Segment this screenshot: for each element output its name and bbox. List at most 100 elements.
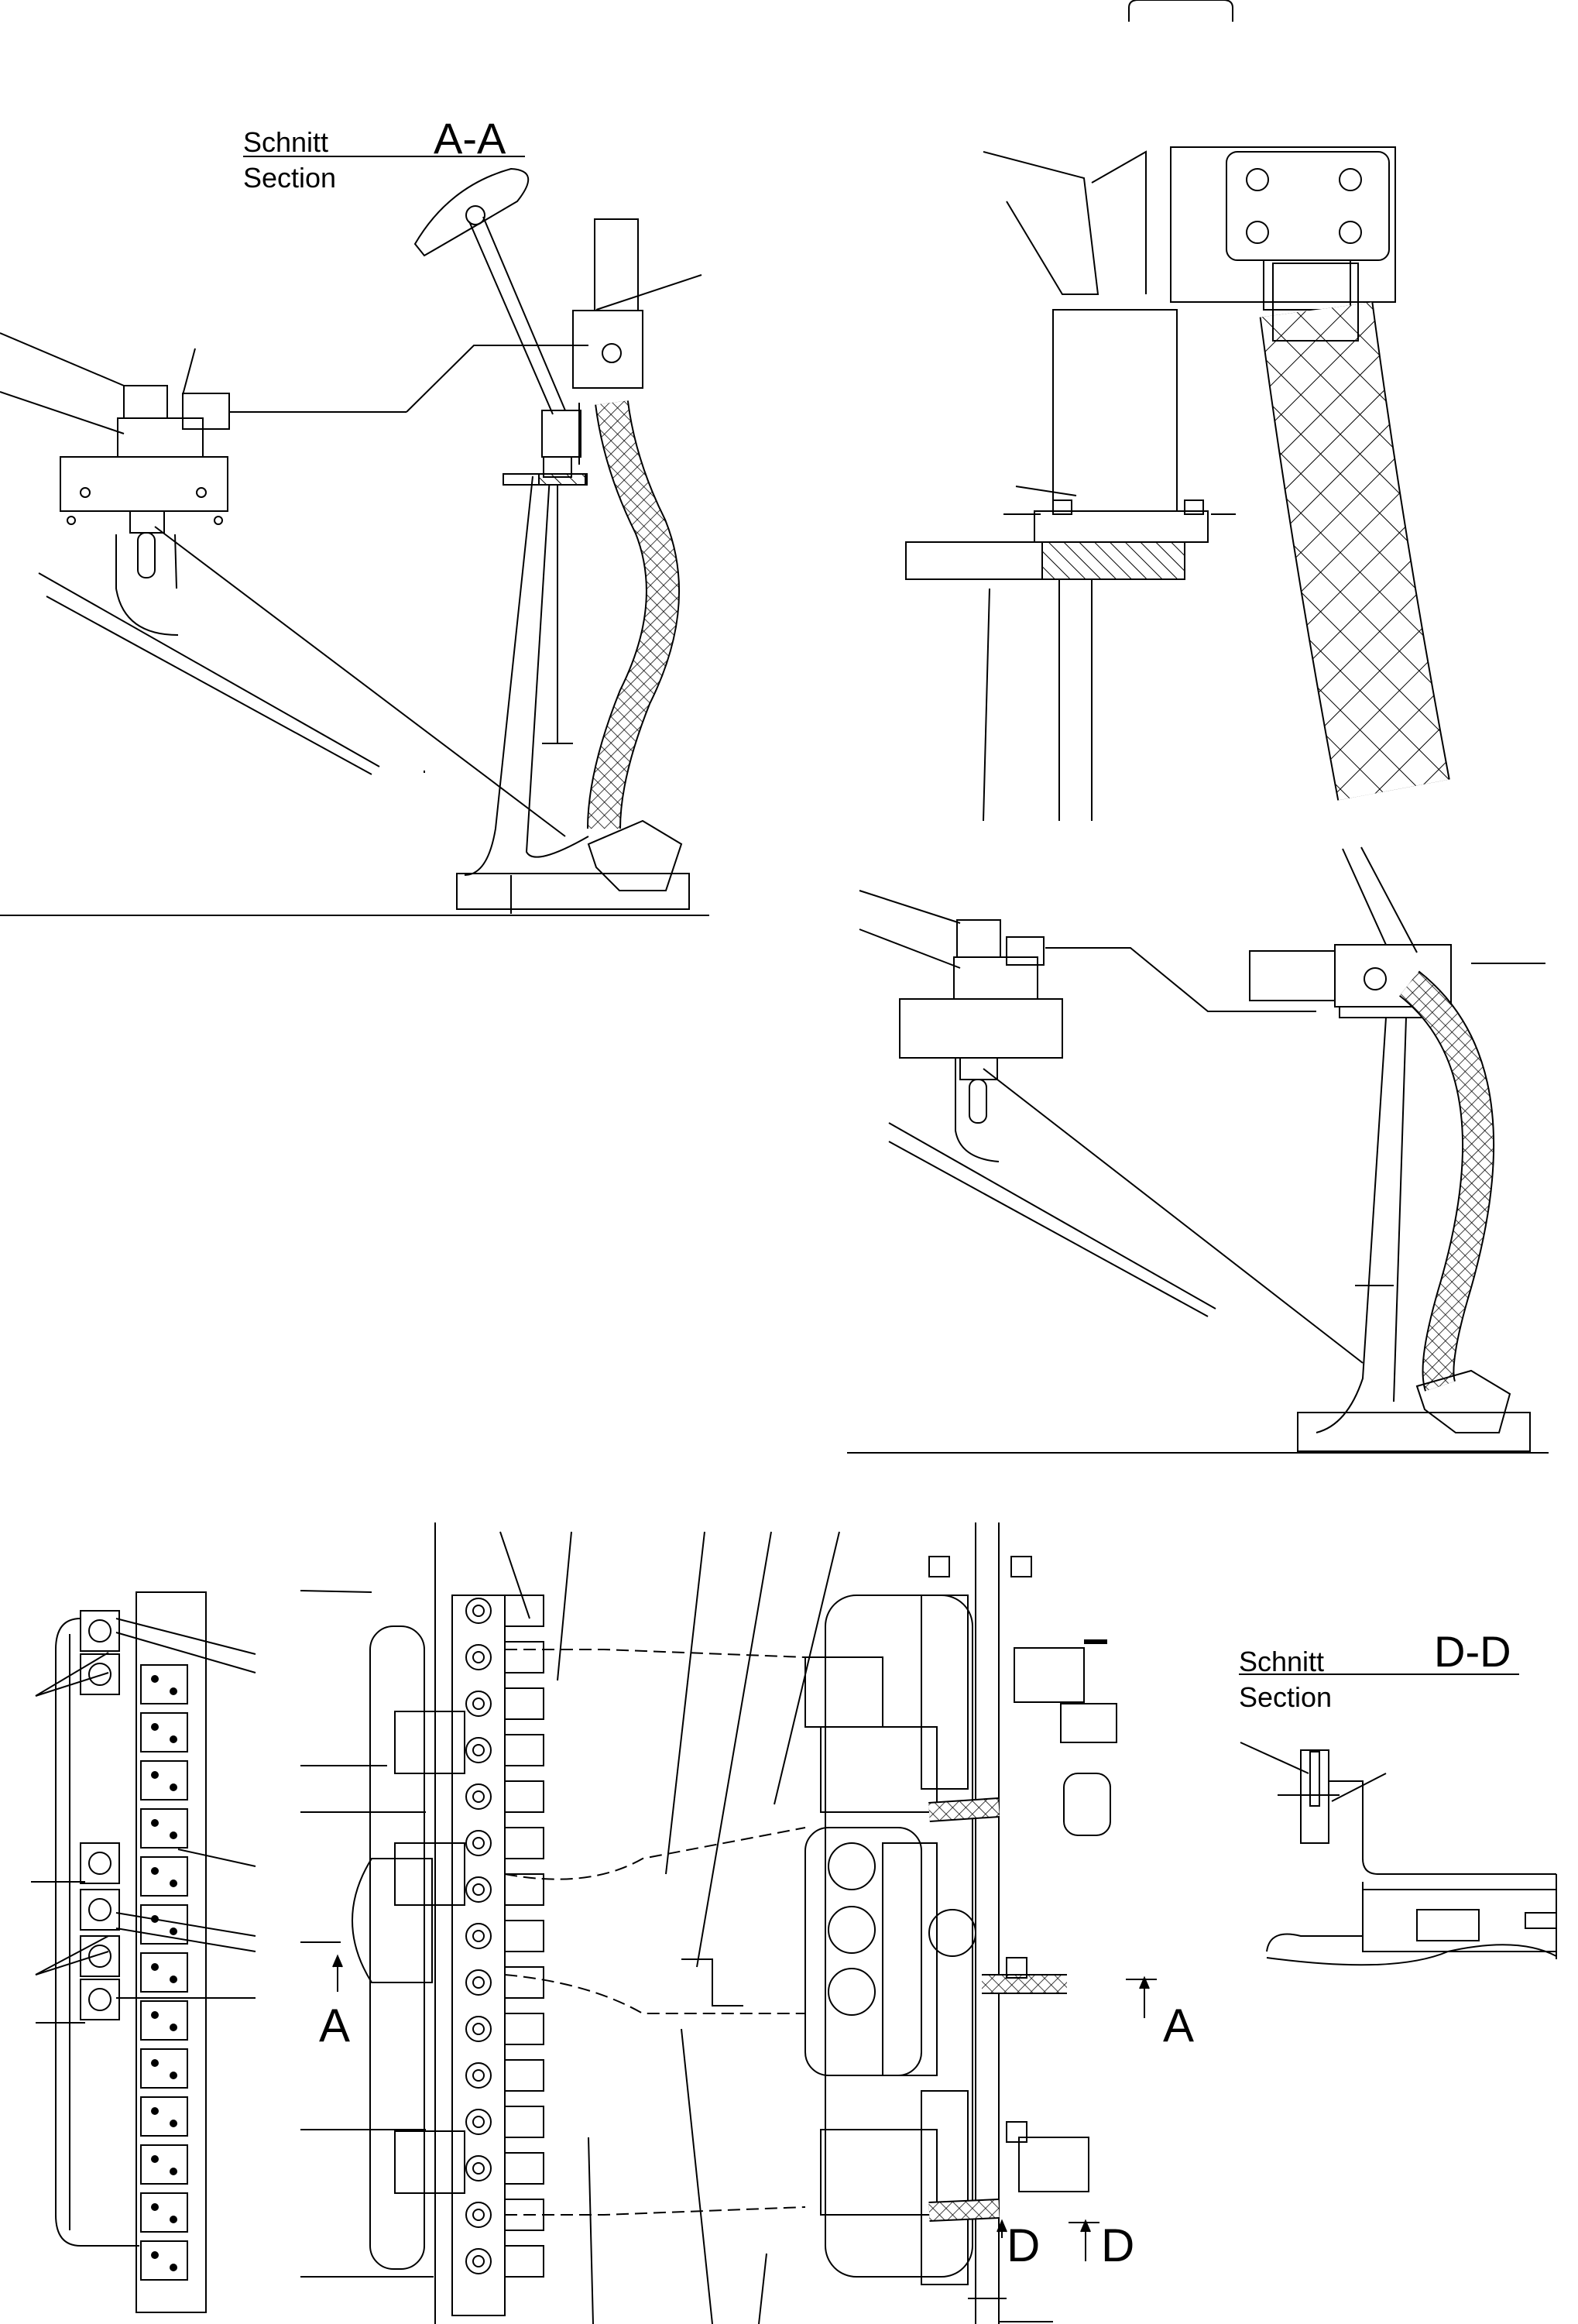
stack-plate-body <box>140 2000 188 2041</box>
bolt-icon <box>170 2024 177 2031</box>
port-fitting <box>504 1966 544 1999</box>
port-ring-icon <box>465 1737 492 1763</box>
stack-plate <box>140 2048 188 2089</box>
port-ring-icon <box>465 2202 492 2228</box>
stack-port-icon <box>88 1619 111 1643</box>
stack-plate-body <box>140 1808 188 1849</box>
manifold-port <box>465 2152 544 2185</box>
manifold-port <box>465 2013 544 2045</box>
stack-port-icon <box>88 1898 111 1921</box>
port-ring-icon <box>465 2109 492 2135</box>
bolt-icon <box>151 2155 159 2163</box>
bolt-icon <box>170 1735 177 1743</box>
port-bore-icon <box>472 1883 485 1896</box>
bolt-icon <box>170 1976 177 1983</box>
port-ring-icon <box>465 2155 492 2182</box>
stack-plate <box>140 2192 188 2233</box>
stack-block-body <box>80 1653 120 1695</box>
port-ring-icon <box>465 1644 492 1670</box>
section-aa-id: A-A <box>434 114 506 163</box>
main-plan-view <box>300 1522 1117 2324</box>
bolt-icon <box>170 1783 177 1791</box>
stack-port-icon <box>88 1988 111 2011</box>
port-bore-icon <box>472 2255 485 2267</box>
port-fitting <box>504 1873 544 1906</box>
bolt-icon <box>151 2011 159 2019</box>
port-bore-icon <box>472 1744 485 1756</box>
stack-port-icon <box>88 1663 111 1686</box>
port-bore-icon <box>472 1605 485 1617</box>
port-bore-icon <box>472 1837 485 1849</box>
section-marker-a-left: A <box>319 2000 350 2051</box>
port-fitting <box>504 1827 544 1859</box>
assembly-side-view <box>847 846 1549 1454</box>
bolt-icon <box>170 1831 177 1839</box>
stack-plate <box>140 1856 188 1897</box>
port-bore-icon <box>472 2023 485 2035</box>
bolt-icon <box>151 1867 159 1875</box>
bolt-icon <box>170 1879 177 1887</box>
port-fitting <box>504 2152 544 2185</box>
stack-plate <box>140 1664 188 1704</box>
stack-block <box>80 1653 120 1695</box>
port-bore-icon <box>472 1790 485 1803</box>
manifold-port <box>465 2059 544 2092</box>
manifold-port <box>465 1873 544 1906</box>
manifold-port <box>465 1780 544 1813</box>
stack-plate-body <box>140 2192 188 2233</box>
bolt-icon <box>151 1819 159 1827</box>
manifold-port <box>465 1641 544 1673</box>
stack-plate <box>140 2096 188 2137</box>
port-fitting <box>504 1920 544 1952</box>
stack-block <box>80 1610 120 1652</box>
hose-detail-view <box>905 146 1450 822</box>
port-ring-icon <box>465 2062 492 2089</box>
port-ring-icon <box>465 1830 492 1856</box>
port-fitting <box>504 2106 544 2138</box>
bolt-icon <box>170 2120 177 2127</box>
stack-plate-body <box>140 1952 188 1993</box>
manifold-port <box>465 1966 544 1999</box>
stack-plate <box>140 1952 188 1993</box>
section-aa-view: Schnitt Section A-A <box>0 114 709 916</box>
section-marker-d-left: D <box>1007 2219 1040 2271</box>
manifold-port <box>465 1734 544 1766</box>
stack-port-icon <box>88 1852 111 1875</box>
section-aa-label-en: Section <box>243 162 336 194</box>
section-dd-label-en: Section <box>1239 1681 1332 1713</box>
stack-block-body <box>80 1842 120 1884</box>
valve-stack-view <box>31 1591 256 2313</box>
port-bore-icon <box>472 2069 485 2082</box>
port-fitting <box>504 1734 544 1766</box>
port-ring-icon <box>465 2016 492 2042</box>
stack-plate-body <box>140 2096 188 2137</box>
port-ring-icon <box>465 1598 492 1624</box>
manifold-port <box>465 1920 544 1952</box>
stack-plate-body <box>140 1760 188 1800</box>
bolt-icon <box>170 1928 177 1935</box>
bolt-icon <box>151 2059 159 2067</box>
pedal <box>413 167 530 257</box>
stack-plate <box>140 1712 188 1752</box>
port-fitting <box>504 1687 544 1720</box>
stack-plate <box>140 2000 188 2041</box>
port-bore-icon <box>472 2162 485 2175</box>
section-dd-label-de: Schnitt <box>1239 1646 1324 1677</box>
port-ring-icon <box>465 1923 492 1949</box>
bolt-icon <box>151 2251 159 2259</box>
port-fitting <box>504 2245 544 2278</box>
stack-plate <box>140 2144 188 2185</box>
port-fitting <box>504 2013 544 2045</box>
stack-plate <box>140 1808 188 1849</box>
manifold-port <box>465 2245 544 2278</box>
port-fitting <box>504 1780 544 1813</box>
stack-block-body <box>80 1979 120 2020</box>
port-bore-icon <box>472 1698 485 1710</box>
port-bore-icon <box>472 1651 485 1663</box>
port-bore-icon <box>472 1930 485 1942</box>
port-fitting <box>504 2059 544 2092</box>
section-marker-d-right: D <box>1101 2219 1134 2271</box>
bolt-icon <box>151 1771 159 1779</box>
port-bore-icon <box>472 2116 485 2128</box>
